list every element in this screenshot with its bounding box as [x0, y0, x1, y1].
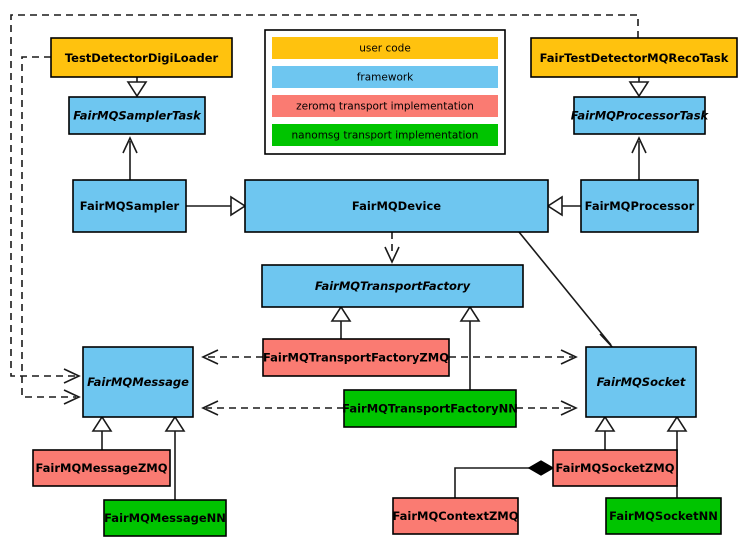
node-label-fairmqprocessortask: FairMQProcessorTask [571, 109, 710, 123]
node-label-fairmqprocessor: FairMQProcessor [585, 199, 695, 213]
node-label-fairmqsamplertask: FairMQSamplerTask [73, 109, 202, 123]
node-label-fairmqtransportfactoryzmq: FairMQTransportFactoryZMQ [263, 351, 449, 365]
legend-swatch-user-code [272, 37, 498, 59]
node-fairmqtransportfactorynn[interactable]: FairMQTransportFactoryNN [342, 389, 518, 428]
node-fairmqmessage[interactable]: FairMQMessage [82, 346, 194, 418]
node-label-fairmqmessagezmq: FairMQMessageZMQ [35, 461, 167, 475]
edge-tfzmq-to-transportfactory [330, 305, 352, 339]
legend-swatch-framework [272, 66, 498, 88]
edge-tfzmq-to-message [201, 349, 263, 365]
node-fairmqmessagezmq[interactable]: FairMQMessageZMQ [32, 449, 171, 487]
legend-item-zeromq: zeromq transport implementation [272, 95, 498, 117]
node-fairmqtransportfactory[interactable]: FairMQTransportFactory [261, 264, 524, 308]
edge-recotask-to-processortask [628, 77, 650, 98]
node-fairmqmessagenn[interactable]: FairMQMessageNN [103, 499, 227, 537]
edge-sockzmq-to-contextzmq [454, 460, 555, 498]
edge-tfnn-to-socket [516, 400, 578, 416]
edge-recotask-to-message [10, 14, 639, 384]
edge-sampler-to-samplertask [122, 136, 138, 180]
node-layer: TestDetectorDigiLoader FairMQSamplerTask… [32, 37, 738, 537]
node-fairmqprocessor[interactable]: FairMQProcessor [580, 179, 699, 233]
node-label-fairmqsampler: FairMQSampler [80, 199, 180, 213]
node-fairmqcontextzmq[interactable]: FairMQContextZMQ [392, 497, 519, 535]
edge-sockzmq-to-socket [594, 415, 616, 450]
edge-msgnn-to-message [164, 415, 186, 500]
node-fairmqsocketnn[interactable]: FairMQSocketNN [605, 497, 722, 535]
edge-device-to-socket [518, 231, 617, 352]
edge-tfnn-to-transportfactory [459, 305, 481, 390]
node-fairtestdetectormqrecotask[interactable]: FairTestDetectorMQRecoTask [530, 37, 738, 78]
edge-sampler-to-device [186, 195, 247, 217]
node-fairmqsocket[interactable]: FairMQSocket [585, 346, 697, 418]
edge-msgzmq-to-message [91, 415, 113, 450]
node-label-fairmqtransportfactorynn: FairMQTransportFactoryNN [342, 402, 518, 416]
legend-label-nanomsg: nanomsg transport implementation [292, 130, 479, 142]
node-fairmqprocessortask[interactable]: FairMQProcessorTask [571, 96, 710, 135]
edge-device-to-transportfactory [384, 232, 400, 264]
legend: user code framework zeromq transport imp… [264, 29, 506, 155]
legend-label-user-code: user code [359, 43, 411, 55]
node-fairmqsocketzmq[interactable]: FairMQSocketZMQ [552, 449, 678, 487]
edge-tfnn-to-message [201, 400, 344, 416]
edge-processor-to-processortask [631, 136, 647, 180]
legend-swatch-zeromq [272, 95, 498, 117]
node-fairmqsampler[interactable]: FairMQSampler [72, 179, 187, 233]
legend-swatch-nanomsg [272, 124, 498, 146]
legend-item-framework: framework [272, 66, 498, 88]
node-label-fairmqsocketnn: FairMQSocketNN [609, 509, 718, 523]
node-label-fairmqdevice: FairMQDevice [352, 199, 441, 213]
node-label-fairmqsocketzmq: FairMQSocketZMQ [556, 461, 675, 475]
node-label-testdetectordigiloader: TestDetectorDigiLoader [65, 51, 219, 65]
node-label-fairmqcontextzmq: FairMQContextZMQ [392, 509, 518, 523]
node-label-fairmqmessagenn: FairMQMessageNN [104, 511, 226, 525]
node-testdetectordigiloader[interactable]: TestDetectorDigiLoader [50, 37, 233, 78]
legend-item-nanomsg: nanomsg transport implementation [272, 124, 498, 146]
legend-label-zeromq: zeromq transport implementation [296, 101, 474, 113]
edge-processor-to-device [546, 195, 581, 217]
edge-tfzmq-to-socket [449, 349, 578, 365]
edge-digiloader-to-samplertask [126, 77, 148, 98]
node-fairmqtransportfactoryzmq[interactable]: FairMQTransportFactoryZMQ [262, 338, 450, 377]
edge-layer [10, 14, 688, 500]
node-label-fairmqtransportfactory: FairMQTransportFactory [315, 279, 471, 293]
node-fairmqsamplertask[interactable]: FairMQSamplerTask [68, 96, 206, 135]
edge-digiloader-to-message [21, 56, 81, 405]
node-label-fairmqmessage: FairMQMessage [87, 375, 189, 389]
node-label-fairtestdetectormqrecotask: FairTestDetectorMQRecoTask [540, 51, 729, 65]
node-fairmqdevice[interactable]: FairMQDevice [244, 179, 549, 233]
node-label-fairmqsocket: FairMQSocket [597, 375, 686, 389]
legend-label-framework: framework [357, 72, 414, 84]
legend-item-user-code: user code [272, 37, 498, 59]
